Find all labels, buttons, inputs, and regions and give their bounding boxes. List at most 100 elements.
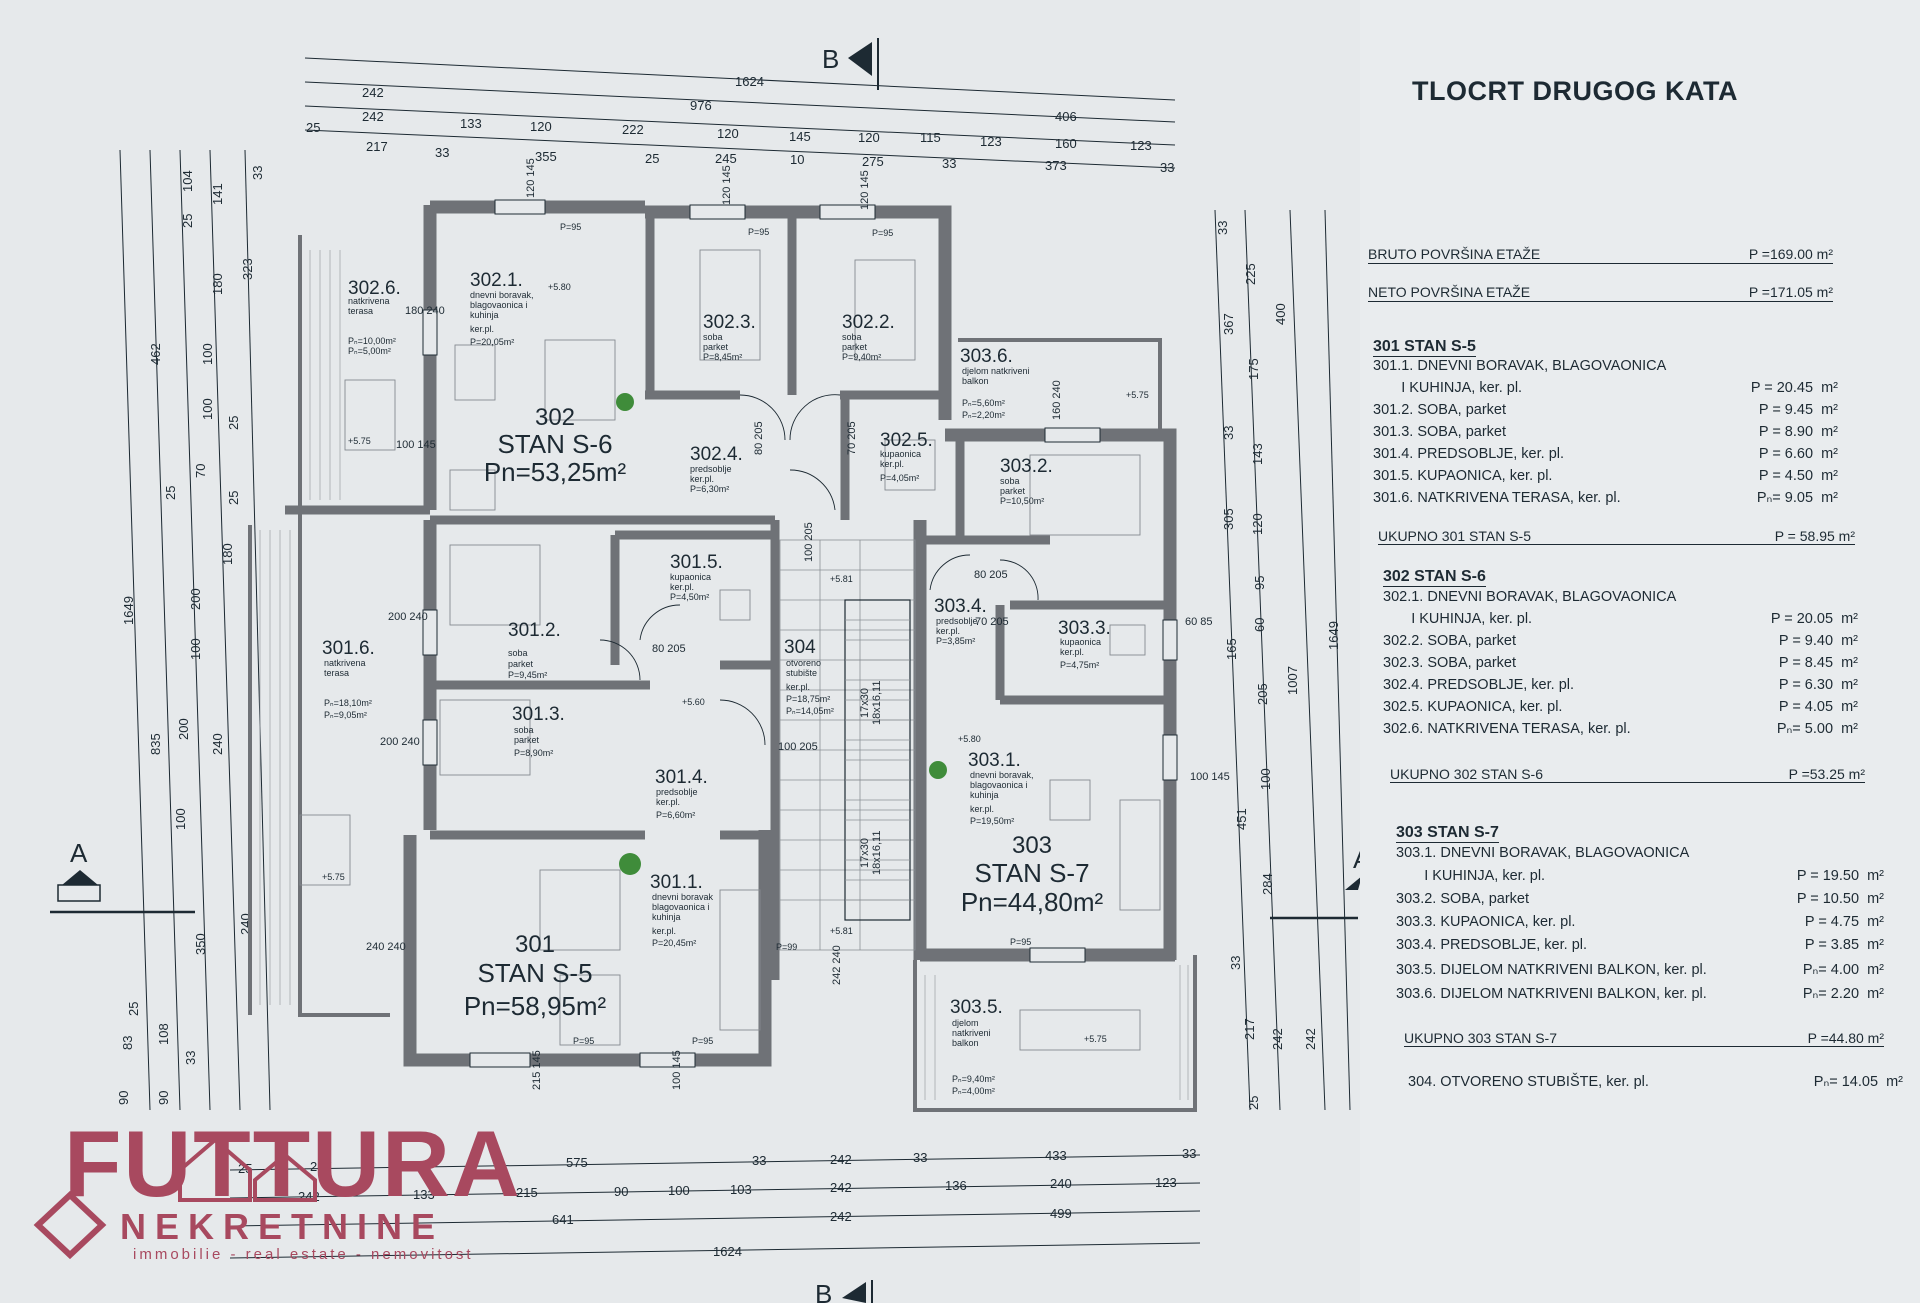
dim-label: 33	[752, 1153, 766, 1168]
dim-label: 160	[1055, 136, 1077, 151]
room-301-1: 301.1. dnevni boravak blagovaonica i kuh…	[650, 872, 714, 948]
room-number: 301.5.	[670, 552, 723, 573]
room-floor: parket	[514, 735, 540, 745]
bottom-dimension-lines	[229, 1154, 1201, 1259]
room-area: P=8,90m²	[514, 748, 553, 758]
room-area: P=8,45m²	[703, 352, 742, 362]
dim-label: 1007	[1285, 666, 1300, 695]
room-area: P=4,50m²	[670, 592, 709, 602]
unit-row: 302.1. DNEVNI BORAVAK, BLAGOVAONICA	[1383, 589, 1858, 605]
room-area: Pₙ=14,05m²	[786, 706, 834, 716]
dim-label: 145	[789, 129, 811, 144]
floor-plan-drawing: 1624 242 976 406 242 133 120 222 120 145…	[33, 38, 1360, 1303]
room-name: balkon	[962, 376, 989, 386]
room-floor: ker.pl.	[656, 797, 680, 807]
level-label: +5.60	[682, 697, 705, 707]
dim-label: 355	[535, 149, 557, 164]
level-markers: +5.80 +5.75 +5.60 +5.81 +5.80 +5.75 +5.8…	[322, 282, 1149, 1044]
room-name: balkon	[952, 1038, 979, 1048]
room-number: 304	[784, 637, 816, 658]
row-label: 302.5. KUPAONICA, ker. pl.	[1383, 699, 1563, 715]
row-value: P = 4.75 m²	[1804, 914, 1884, 930]
opening-dim: 100 205	[803, 522, 815, 562]
stair-label: 18x16,11	[871, 831, 883, 875]
dim-label: 100	[668, 1183, 690, 1198]
stair-label: 17x30	[859, 688, 871, 718]
dim-label: 33	[183, 1051, 198, 1065]
opening-dim: 180 240	[405, 305, 445, 317]
opening-dim: 240 240	[366, 941, 406, 953]
bottom-dims-row4: 1624	[713, 1244, 742, 1259]
room-floor: parket	[703, 342, 729, 352]
unit-row: 302.4. PREDSOBLJE, ker. pl.P = 6.30 m²	[1383, 677, 1858, 693]
room-302-5: 302.5. kupaonica ker.pl. P=4,05m²	[880, 430, 933, 483]
door-label: P=95	[560, 222, 581, 232]
right-dimension-lines	[1214, 209, 1351, 1111]
opening-dim: 100 205	[778, 741, 818, 753]
room-name: kupaonica	[880, 449, 921, 459]
row-value: P = 8.90 m²	[1758, 424, 1838, 440]
dim-label: 225	[1243, 263, 1258, 285]
dim-label: 100	[173, 808, 188, 830]
dim-label: 33	[1215, 221, 1230, 235]
room-name: soba	[703, 332, 723, 342]
dim-label: 180	[220, 543, 235, 565]
level-label: +5.75	[348, 436, 371, 446]
room-303-6: 303.6. djelom natkriveni balkon Pₙ=5,60m…	[960, 346, 1030, 420]
summary-value: P =169.00 m²	[1748, 246, 1833, 262]
opening-dim: 242 240	[831, 945, 843, 985]
opening-dim: 100 145	[1190, 771, 1230, 783]
room-area: P=20,05m²	[470, 337, 514, 347]
room-number: 302.6.	[348, 278, 401, 299]
row-label: 301.1. DNEVNI BORAVAK, BLAGOVAONICA	[1373, 358, 1667, 374]
room-name: blagovaonica i	[652, 902, 710, 912]
plant-icon	[616, 393, 634, 411]
row-value: Pₙ= 14.05 m²	[1813, 1074, 1903, 1090]
plant-icon	[619, 853, 641, 875]
door-label: P=95	[748, 227, 769, 237]
plant-icon	[929, 761, 947, 779]
dim-label: 33	[942, 156, 956, 171]
room-303-4: 303.4. predsoblje ker.pl. P=3,85m²	[934, 596, 987, 646]
logo-subtitle: NEKRETNINE	[120, 1206, 445, 1247]
room-number: 302.3.	[703, 312, 756, 333]
dim-label: 33	[1160, 160, 1174, 175]
room-301-6: 301.6. natkrivena terasa Pₙ=18,10m² Pₙ=9…	[322, 638, 375, 720]
room-number: 303.6.	[960, 346, 1013, 367]
room-number: 303.3.	[1058, 618, 1111, 639]
row-value: P = 6.60 m²	[1758, 446, 1838, 462]
room-name: stubište	[786, 668, 817, 678]
dim-label: 141	[210, 183, 225, 205]
apartment-name: STAN S-7	[974, 858, 1089, 888]
room-floor: ker.pl.	[670, 582, 694, 592]
top-dims-row2: 242 976 406	[362, 85, 1077, 124]
dim-label: 217	[366, 139, 388, 154]
room-name: predsoblje	[656, 787, 698, 797]
unit-row: 301.5. KUPAONICA, ker. pl.P = 4.50 m²	[1373, 468, 1838, 484]
dim-label: 90	[614, 1184, 628, 1199]
dim-label: 108	[156, 1023, 171, 1045]
dim-label: 433	[1045, 1148, 1067, 1163]
summary-row-neto: NETO POVRŠINA ETAŽE P =171.05 m²	[1368, 284, 1833, 302]
row-label: 301.2. SOBA, parket	[1373, 402, 1506, 418]
section-marker-a-right: A	[1270, 844, 1360, 920]
unit-row: I KUHINJA, ker. pl.P = 19.50 m²	[1396, 868, 1884, 884]
right-dims: 1649 367 1007 225 400 175 143 305 120 95…	[1215, 221, 1341, 1110]
room-area: Pₙ=4,00m²	[952, 1086, 995, 1096]
unit-row: 302.6. NATKRIVENA TERASA, ker. pl.Pₙ= 5.…	[1383, 721, 1858, 737]
door-label: P=95	[692, 1036, 713, 1046]
apartment-name: STAN S-5	[477, 958, 592, 988]
room-name: kupaonica	[1060, 637, 1101, 647]
room-302-4: 302.4. predsoblje ker.pl. P=6,30m²	[690, 444, 743, 494]
apartment-area: Pn=53,25m²	[484, 457, 627, 487]
room-301-2: 301.2. soba parket P=9,45m²	[508, 620, 561, 680]
bottom-dims-row1: 25 217 575 33 242 33 433 33	[238, 1146, 1196, 1176]
dim-label: 165	[1224, 638, 1239, 660]
room-area: Pₙ=2,20m²	[962, 410, 1005, 420]
dim-label: 120	[1250, 513, 1265, 535]
total-value: P =44.80 m²	[1807, 1030, 1884, 1046]
